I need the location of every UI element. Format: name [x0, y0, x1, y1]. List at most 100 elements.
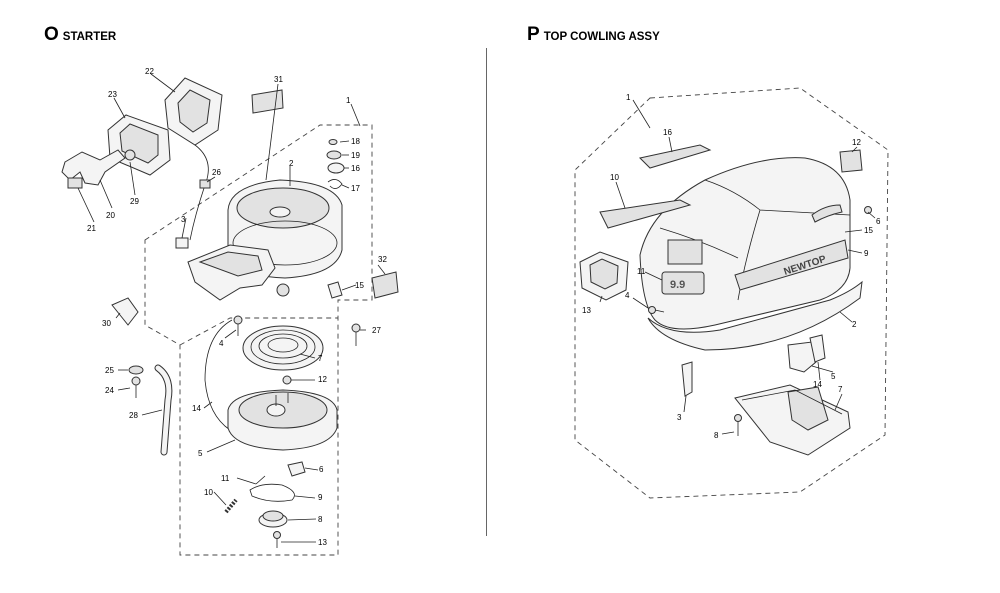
- cowling-label-2: 2: [852, 320, 857, 329]
- starter-label-7: 7: [318, 354, 323, 363]
- cowling-front-panel: [667, 239, 703, 265]
- starter-label-21: 21: [87, 224, 96, 233]
- starter-rope: [189, 144, 209, 241]
- starter-label-4: 4: [219, 339, 224, 348]
- bracket-5: [787, 341, 817, 373]
- nut-26: [199, 179, 211, 189]
- cowling-label-7: 7: [838, 385, 843, 394]
- nut-16: [327, 162, 345, 174]
- cowling-label-12: 12: [852, 138, 861, 147]
- starter-label-17: 17: [351, 184, 360, 193]
- grommet-13: [579, 251, 629, 301]
- spring-11: [255, 475, 266, 485]
- cowling-label-13: 13: [582, 306, 591, 315]
- spring-10: [224, 498, 238, 514]
- bracket-3: [681, 361, 693, 397]
- starter-label-18: 18: [351, 137, 360, 146]
- starter-label-24: 24: [105, 386, 114, 395]
- clip-12: [282, 375, 292, 385]
- washer-25: [128, 365, 144, 375]
- cowling-label-8: 8: [714, 431, 719, 440]
- section-letter-p: P: [527, 24, 540, 45]
- cowling-label-10: 10: [610, 173, 619, 182]
- cowling-label-9: 9: [864, 249, 869, 258]
- cowling-leader-lines: [599, 99, 876, 435]
- handle-pin: [124, 149, 136, 161]
- top-cowling: NEWTOP 9.9: [639, 157, 851, 330]
- handle-grip: [164, 77, 223, 146]
- starter-assembly-outline: [144, 124, 373, 556]
- section-name-starter: STARTER: [62, 31, 117, 43]
- starter-label-9: 9: [318, 493, 323, 502]
- starter-label-32: 32: [378, 255, 387, 264]
- starter-label-1: 1: [346, 96, 351, 105]
- starter-label-30: 30: [102, 319, 111, 328]
- rope-14: [204, 319, 233, 431]
- bolt-4-cowling: [648, 306, 656, 314]
- cowling-label-1: 1: [626, 93, 631, 102]
- cowling-stripe: [734, 239, 849, 291]
- cowling-vent: [811, 204, 843, 223]
- pawl-6: [287, 461, 306, 477]
- starter-label-29: 29: [130, 197, 139, 206]
- starter-label-3: 3: [181, 215, 186, 224]
- starter-label-14: 14: [192, 404, 201, 413]
- bracket-clip: [67, 177, 83, 189]
- starter-label-11: 11: [221, 474, 230, 483]
- recoil-spring: [242, 325, 324, 371]
- cowling-model-badge-text: 9.9: [670, 279, 685, 291]
- decal-12: [839, 149, 863, 173]
- starter-label-8: 8: [318, 515, 323, 524]
- cowling-label-6: 6: [876, 217, 881, 226]
- cowling-label-5: 5: [831, 372, 836, 381]
- section-divider: [486, 48, 487, 536]
- cowling-label-3: 3: [677, 413, 682, 422]
- starter-label-2: 2: [289, 159, 294, 168]
- starter-subassembly-outline: [179, 317, 338, 346]
- clip-30: [111, 297, 139, 326]
- cowling-diagram: NEWTOP 9.9: [574, 87, 889, 499]
- clip-18: [328, 139, 338, 145]
- lower-tray: [734, 384, 851, 456]
- starter-pulley: [227, 389, 338, 451]
- starter-label-22: 22: [145, 67, 154, 76]
- decal-32: [371, 271, 399, 299]
- starter-handle: [107, 114, 171, 176]
- starter-decal: [251, 89, 284, 114]
- cowling-label-4: 4: [625, 291, 630, 300]
- starter-label-27: 27: [372, 326, 381, 335]
- starter-diagram: 1 2 3 4 5 6 7 8 9 10 11 12 13 14 15 16 1…: [61, 67, 399, 556]
- section-name-cowling: TOP COWLING ASSY: [543, 31, 660, 43]
- starter-label-19: 19: [351, 151, 360, 160]
- guide-9: [249, 483, 295, 502]
- starter-label-16: 16: [351, 164, 360, 173]
- cowling-label-15: 15: [864, 226, 873, 235]
- cowling-label-11: 11: [637, 267, 646, 276]
- washer-19: [326, 150, 342, 160]
- starter-label-31: 31: [274, 75, 283, 84]
- clamp-3: [175, 237, 189, 249]
- starter-label-23: 23: [108, 90, 117, 99]
- starter-label-5: 5: [198, 449, 203, 458]
- decal-16: [638, 144, 712, 169]
- starter-label-28: 28: [129, 411, 138, 420]
- starter-leader-lines: [77, 73, 386, 543]
- bolt-6-cowling: [864, 206, 872, 214]
- starter-label-6: 6: [319, 465, 324, 474]
- starter-label-12: 12: [318, 375, 327, 384]
- decal-10: [599, 199, 692, 229]
- cowling-badge: [661, 271, 705, 295]
- cowling-seal: [647, 280, 863, 351]
- spring-17: [327, 179, 343, 189]
- clip-15: [327, 281, 343, 299]
- starter-label-25: 25: [105, 366, 114, 375]
- starter-label-26: 26: [212, 168, 221, 177]
- starter-label-15: 15: [355, 281, 364, 290]
- starter-label-20: 20: [106, 211, 115, 220]
- bracket-14: [809, 334, 826, 363]
- starter-label-10: 10: [204, 488, 213, 497]
- section-letter-o: O: [44, 24, 59, 45]
